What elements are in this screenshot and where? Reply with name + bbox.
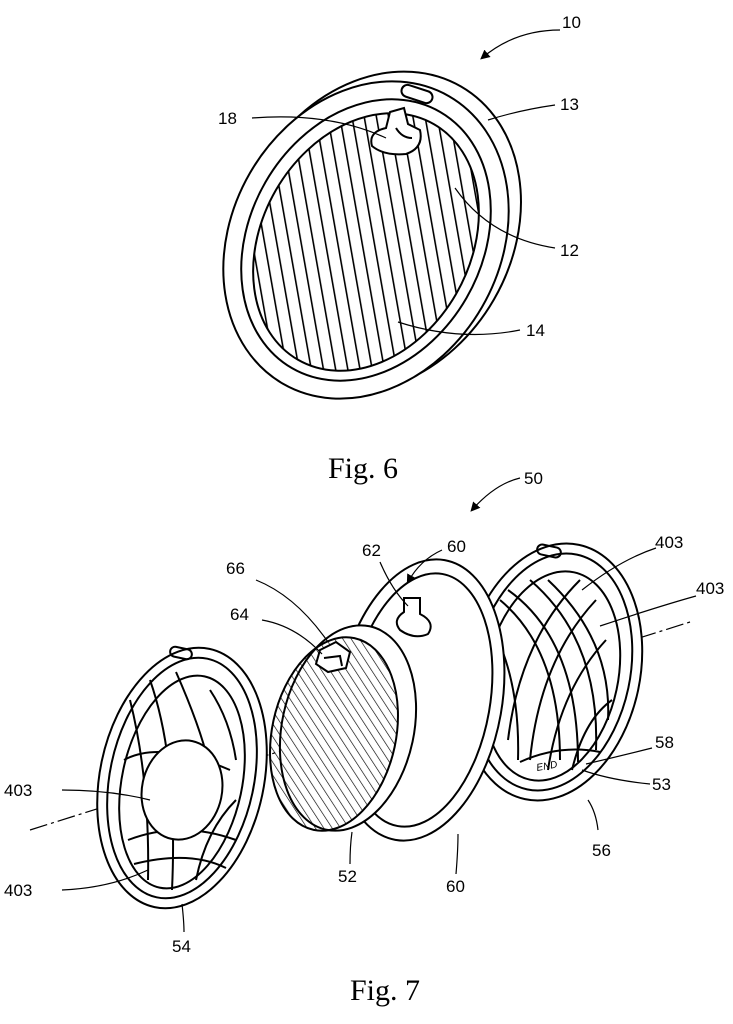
tab [370, 106, 422, 156]
front-housing-rim [106, 656, 258, 900]
ref-64: 64 [230, 605, 249, 624]
ref-56: 56 [592, 841, 611, 860]
ref-403-right: 403 [696, 579, 724, 598]
filter-cartridge-assembled [222, 70, 522, 400]
ref-14: 14 [526, 321, 545, 340]
ref-58: 58 [655, 733, 674, 752]
ref-13: 13 [560, 95, 579, 114]
ref-66: 66 [226, 559, 245, 578]
figure-6-caption: Fig. 6 [328, 452, 398, 485]
media-face [269, 636, 399, 832]
rear-hanging-slot [536, 543, 562, 559]
fig7-leader-lines [61, 477, 697, 933]
filter-media [252, 112, 480, 372]
ref-10: 10 [562, 13, 581, 32]
ref-52: 52 [338, 867, 357, 886]
front-housing-inner [118, 674, 246, 890]
ref-54: 54 [172, 937, 191, 956]
ref-53: 53 [652, 775, 671, 794]
frame-inner [240, 98, 492, 382]
rear-housing [460, 542, 644, 802]
ref-403-upper-right: 403 [655, 533, 683, 552]
filter-media-disc [269, 624, 418, 832]
ref-62: 62 [362, 541, 381, 560]
front-housing [96, 645, 268, 910]
front-hanging-slot [169, 645, 193, 661]
figure-7-caption: Fig. 7 [350, 974, 420, 1007]
ref-12: 12 [560, 241, 579, 260]
fig6-leader-lines [251, 29, 561, 336]
figure-7: END [4, 469, 724, 1007]
ref-50: 50 [524, 469, 543, 488]
figure-6: 10 13 18 12 14 Fig. 6 [218, 13, 581, 485]
ref-403-left-upper: 403 [4, 781, 32, 800]
ref-60-top: 60 [447, 537, 466, 556]
ref-18: 18 [218, 109, 237, 128]
end-mark: END [536, 759, 559, 774]
ref-403-left-lower: 403 [4, 881, 32, 900]
ref-60-bottom: 60 [446, 877, 465, 896]
gasket-tab [395, 597, 432, 638]
hanging-slot [400, 83, 434, 105]
front-hub [140, 739, 224, 841]
